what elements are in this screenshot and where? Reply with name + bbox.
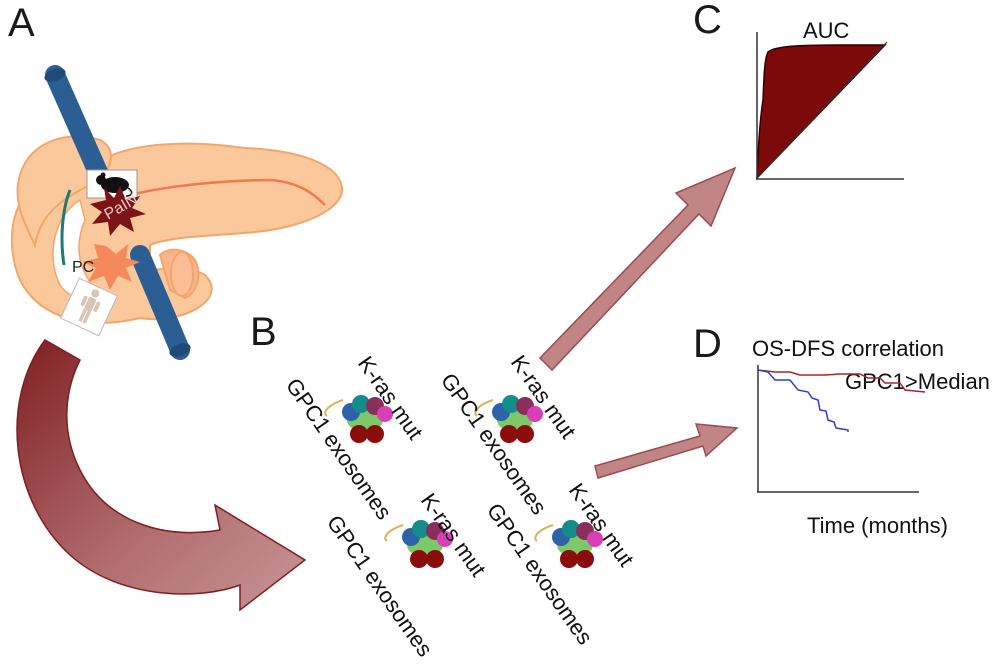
exosome-cluster-1 [324,395,393,443]
series-label-gpc1: GPC1>Median [845,369,990,394]
bile-duct [60,189,72,266]
roc-diagonal [756,41,888,179]
arrow-b-to-d [594,423,739,479]
pancreas-illustration: PaIN PC [10,65,344,360]
panel-c-letter: C [693,0,722,42]
pc-starburst [82,244,140,290]
human-icon [78,289,101,324]
chart-d-title: OS-DFS correlation [752,336,944,361]
arrow-b-to-c [538,166,737,372]
chart-d-xlabel: Time (months) [807,513,948,538]
survival-line-blue [757,369,849,432]
survival-line-red [757,369,926,393]
exosome-cluster-4 [534,520,603,568]
panel-b-letter: B [250,310,277,354]
panin-starburst [90,186,146,236]
vessel-lower [130,245,190,360]
vessel-upper [45,65,115,198]
roc-chart [756,32,904,180]
mouse-icon [96,172,133,197]
exosome-cluster-3 [384,520,453,568]
survival-chart [757,365,926,493]
exosome-cluster-2 [474,395,543,443]
panel-a-letter: A [8,1,35,45]
curved-arrow-a-to-b [16,339,307,612]
auc-label: AUC [803,18,850,43]
pancreatic-duct [129,178,326,206]
panel-d-letter: D [693,322,722,366]
gpc1-label-4: GPC1 exosomes [482,499,598,650]
pc-label: PC [72,259,94,276]
